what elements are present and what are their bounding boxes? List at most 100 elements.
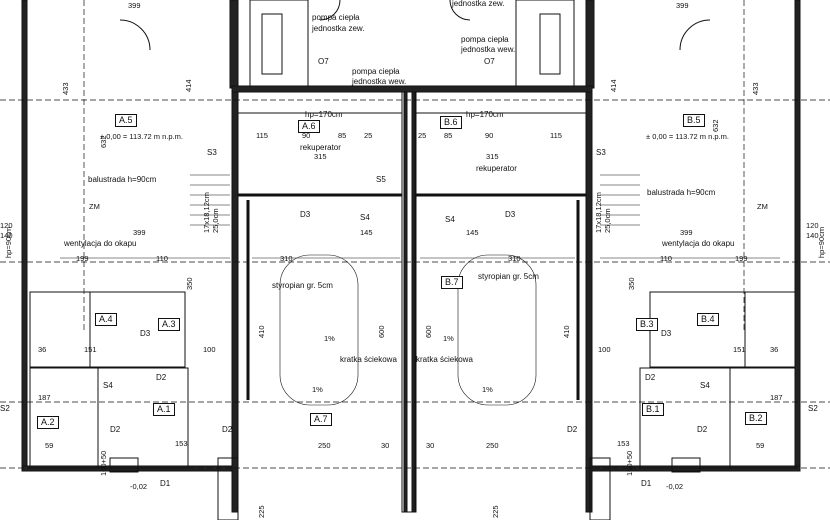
- wentylacja-right: wentylacja do okapu: [662, 239, 735, 248]
- pump-int-right-line1: pompa ciepła: [461, 35, 509, 44]
- dim-120-right: 120: [806, 221, 819, 230]
- dim-30-left: 30: [381, 441, 390, 450]
- level-entry-right: -0,02: [666, 482, 684, 491]
- dim-187-right: 187: [770, 393, 783, 402]
- pump-int-left-line2: jednostka wew.: [352, 77, 407, 86]
- tag-d3-a3: D3: [140, 329, 151, 338]
- hp170-right: hp=170cm: [466, 110, 504, 119]
- dim-85-left: 85: [338, 131, 347, 140]
- slope-left-b: 1%: [312, 385, 323, 394]
- room-b5-label: B.5: [683, 114, 705, 127]
- balustrada-right: balustrada h=90cm: [647, 188, 716, 197]
- dim-199-left: 199: [76, 254, 89, 263]
- dim-225-right: 225: [491, 505, 500, 518]
- dim-140-left: 140: [0, 231, 13, 240]
- styropian-left: styropian gr. 5cm: [272, 281, 333, 290]
- room-a3-label: A.3: [158, 318, 180, 331]
- dim-199-right: 199: [735, 254, 748, 263]
- dim-410-left: 410: [257, 325, 266, 338]
- dim-110-left: 110: [156, 254, 168, 263]
- room-a2-label: A.2: [37, 416, 59, 429]
- dim-110-right: 110: [660, 254, 672, 263]
- hp90-right: hp=90cm: [817, 226, 826, 258]
- dim-414-right: 414: [609, 79, 618, 92]
- dim-310-right: 310: [508, 254, 521, 263]
- tag-s2-right: S2: [808, 404, 818, 413]
- tag-d2-d: D2: [645, 373, 656, 382]
- dim-59-right: 59: [756, 441, 765, 450]
- dim-100-right: 100: [598, 345, 611, 354]
- tag-s4-small-left: S4: [103, 381, 113, 390]
- dim-225-left: 225: [257, 505, 266, 518]
- tag-d2-b: D2: [110, 425, 121, 434]
- pump-ext-left-line1: pompa ciepła: [312, 13, 360, 22]
- dim-310-left: 310: [280, 254, 293, 263]
- dim-410-right: 410: [562, 325, 571, 338]
- dim-36-left: 36: [38, 345, 47, 354]
- dim-399-top-left: 399: [128, 1, 141, 10]
- room-a4-label: A.4: [95, 313, 117, 326]
- tag-d3-left: D3: [300, 210, 311, 219]
- dim-433-left: 433: [61, 82, 70, 95]
- tag-o7-right: O7: [484, 57, 495, 66]
- zm-right: ZM: [757, 202, 768, 211]
- dim-350-right: 350: [627, 277, 636, 290]
- level-right: ± 0,00 = 113.72 m n.p.m.: [646, 132, 729, 141]
- dim-115-right: 115: [550, 131, 562, 140]
- slope-left-a: 1%: [324, 334, 335, 343]
- dim-315-right: 315: [486, 152, 499, 161]
- dim-25-left: 25: [364, 131, 373, 140]
- dim-315-left: 315: [314, 152, 327, 161]
- tag-d3-right: D3: [505, 210, 516, 219]
- room-b2-label: B.2: [745, 412, 767, 425]
- dim-151-right: 151: [733, 345, 746, 354]
- dim-350-left: 350: [185, 277, 194, 290]
- dim-399-top-right: 399: [676, 1, 689, 10]
- pump-ext-right-line2: jednostka zew.: [452, 0, 505, 8]
- dim-115-left: 115: [256, 131, 268, 140]
- dim-59-left: 59: [45, 441, 54, 450]
- dim-120-left: 120: [0, 221, 13, 230]
- stairs-left-b: 25,0cm: [211, 208, 220, 233]
- dim-140-right: 140: [806, 231, 819, 240]
- tag-d2-f: D2: [567, 425, 578, 434]
- room-b6-label: B.6: [440, 116, 462, 129]
- kratka-left: kratka ściekowa: [340, 355, 397, 364]
- dim-90-a: 90: [302, 131, 311, 140]
- dim-600-left: 600: [377, 325, 386, 338]
- dim-250-right: 250: [486, 441, 499, 450]
- tag-d1-left: D1: [160, 479, 171, 488]
- rekuperator-right: rekuperator: [476, 164, 517, 173]
- dim-145-right: 145: [466, 228, 479, 237]
- level-entry-left: -0,02: [130, 482, 148, 491]
- tag-s4-right: S4: [445, 215, 455, 224]
- room-b1-label: B.1: [642, 403, 664, 416]
- dim-433-right: 433: [751, 82, 760, 95]
- room-a7-label: A.7: [310, 413, 332, 426]
- room-b4-label: B.4: [697, 313, 719, 326]
- dim-90-b: 90: [485, 131, 494, 140]
- room-a1-label: A.1: [153, 403, 175, 416]
- tag-s4-small-right: S4: [700, 381, 710, 390]
- room-b3-label: B.3: [636, 318, 658, 331]
- tag-d2-a: D2: [156, 373, 167, 382]
- pump-ext-left-line2: jednostka zew.: [312, 24, 365, 33]
- rekuperator-left: rekuperator: [300, 143, 341, 152]
- dim-151-left: 151: [84, 345, 97, 354]
- stairs-right-a: 17x18,12cm: [594, 192, 603, 233]
- dim-100-left: 100: [203, 345, 216, 354]
- zm-left: ZM: [89, 202, 100, 211]
- dim-85-right: 85: [444, 131, 453, 140]
- dim-399-mid-right: 399: [680, 228, 693, 237]
- tag-d2-e: D2: [697, 425, 708, 434]
- dim-10050-left: 100+50: [99, 450, 108, 476]
- kratka-right: kratka ściekowa: [416, 355, 473, 364]
- dim-153-left: 153: [175, 439, 188, 448]
- tag-d1-right: D1: [641, 479, 652, 488]
- dim-414-left: 414: [184, 79, 193, 92]
- dim-30-right: 30: [426, 441, 435, 450]
- tag-o7-left: O7: [318, 57, 329, 66]
- room-a6-label: A.6: [298, 120, 320, 133]
